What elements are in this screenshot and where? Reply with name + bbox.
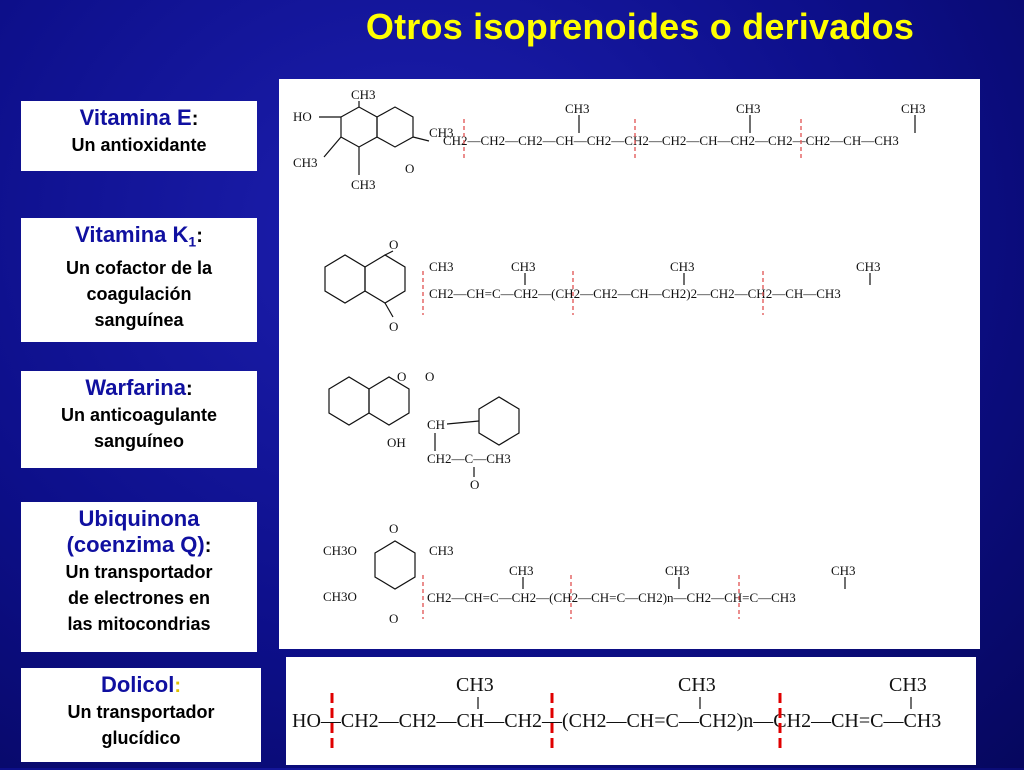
svg-text:O: O	[389, 521, 398, 536]
label-vitamina-k1: Vitamina K1: Un cofactor de la coagulaci…	[21, 218, 257, 342]
label-dolicol: Dolicol: Un transportador glucídico	[21, 668, 261, 762]
label-ubiquinona-name: Ubiquinona	[78, 506, 200, 531]
label-vitamina-k1-name: Vitamina K	[75, 222, 189, 247]
svg-text:CH2—CH2—CH2—CH—CH2—CH2—CH2—CH—: CH2—CH2—CH2—CH—CH2—CH2—CH2—CH—CH2—CH2—CH…	[443, 133, 899, 148]
svg-text:CH: CH	[427, 417, 445, 432]
svg-text:CH3: CH3	[670, 259, 695, 274]
svg-text:CH3: CH3	[429, 125, 454, 140]
vitamin-e-structure: HO CH3 CH3 CH3 O CH3 CH2—CH2—CH2—CH—CH2—…	[293, 87, 926, 192]
svg-text:CH3: CH3	[429, 259, 454, 274]
label-ubiquinona: Ubiquinona (coenzima Q): Un transportado…	[21, 502, 257, 652]
dolicol-svg: HO—CH2—CH2—CH—CH2—(CH2—CH=C—CH2)n—CH2—CH…	[292, 674, 941, 753]
structures-panel: HO CH3 CH3 CH3 O CH3 CH2—CH2—CH2—CH—CH2—…	[279, 79, 980, 649]
dolicol-panel: HO—CH2—CH2—CH—CH2—(CH2—CH=C—CH2)n—CH2—CH…	[286, 657, 976, 765]
svg-text:OH: OH	[387, 435, 406, 450]
svg-text:O: O	[389, 237, 398, 252]
svg-text:CH2—CH=C—CH2—(CH2—CH=C—CH2)n—C: CH2—CH=C—CH2—(CH2—CH=C—CH2)n—CH2—CH=C—CH…	[427, 590, 796, 605]
svg-text:O: O	[389, 611, 398, 626]
svg-text:O: O	[470, 477, 479, 492]
label-warfarina-name: Warfarina	[85, 375, 186, 400]
label-vitamina-e: Vitamina E: Un antioxidante	[21, 101, 257, 171]
svg-text:O: O	[389, 319, 398, 334]
label-warfarina: Warfarina: Un anticoagulante sanguíneo	[21, 371, 257, 468]
svg-text:CH3: CH3	[889, 674, 927, 696]
svg-text:O: O	[425, 369, 434, 384]
vitamin-k1-structure: O O CH3 CH2—CH=C—CH2—(CH2—CH2—CH—CH2)2—C…	[324, 237, 881, 334]
svg-text:CH3: CH3	[901, 101, 926, 116]
svg-text:CH3: CH3	[565, 101, 590, 116]
svg-text:CH3O: CH3O	[323, 543, 357, 558]
svg-text:HO—CH2—CH2—CH—CH2—(CH2—CH=C—CH: HO—CH2—CH2—CH—CH2—(CH2—CH=C—CH2)n—CH2—CH…	[292, 710, 941, 732]
slide-title: Otros isoprenoides o derivados	[365, 6, 915, 47]
svg-text:O: O	[405, 161, 414, 176]
svg-text:CH3: CH3	[351, 177, 376, 192]
svg-text:CH2—C—CH3: CH2—C—CH3	[427, 451, 511, 466]
ubiquinona-structure: CH3O CH3O O O CH3 CH2—CH=C—CH2—(CH2—CH=C…	[323, 521, 856, 626]
svg-text:CH3O: CH3O	[323, 589, 357, 604]
svg-text:O: O	[397, 369, 406, 384]
svg-text:CH3: CH3	[509, 563, 534, 578]
svg-text:CH3: CH3	[736, 101, 761, 116]
label-dolicol-name: Dolicol	[100, 672, 175, 697]
svg-text:CH3: CH3	[293, 155, 318, 170]
svg-text:CH3: CH3	[665, 563, 690, 578]
svg-text:CH3: CH3	[678, 674, 716, 696]
svg-text:CH3: CH3	[456, 674, 494, 696]
svg-text:CH3: CH3	[351, 87, 376, 102]
svg-text:CH3: CH3	[429, 543, 454, 558]
label-vitamina-e-desc: Un antioxidante	[71, 135, 207, 155]
structures-svg: HO CH3 CH3 CH3 O CH3 CH2—CH2—CH2—CH—CH2—…	[293, 87, 926, 626]
label-vitamina-e-name: Vitamina E	[79, 105, 192, 130]
svg-text:CH2—CH=C—CH2—(CH2—CH2—CH—CH2)2: CH2—CH=C—CH2—(CH2—CH2—CH—CH2)2—CH2—CH2—C…	[429, 286, 841, 301]
svg-text:CH3: CH3	[831, 563, 856, 578]
svg-text:CH3: CH3	[856, 259, 881, 274]
svg-text:HO: HO	[293, 109, 312, 124]
svg-text:CH3: CH3	[511, 259, 536, 274]
warfarina-structure: O O OH CH CH2—C—CH3 O	[328, 369, 520, 492]
